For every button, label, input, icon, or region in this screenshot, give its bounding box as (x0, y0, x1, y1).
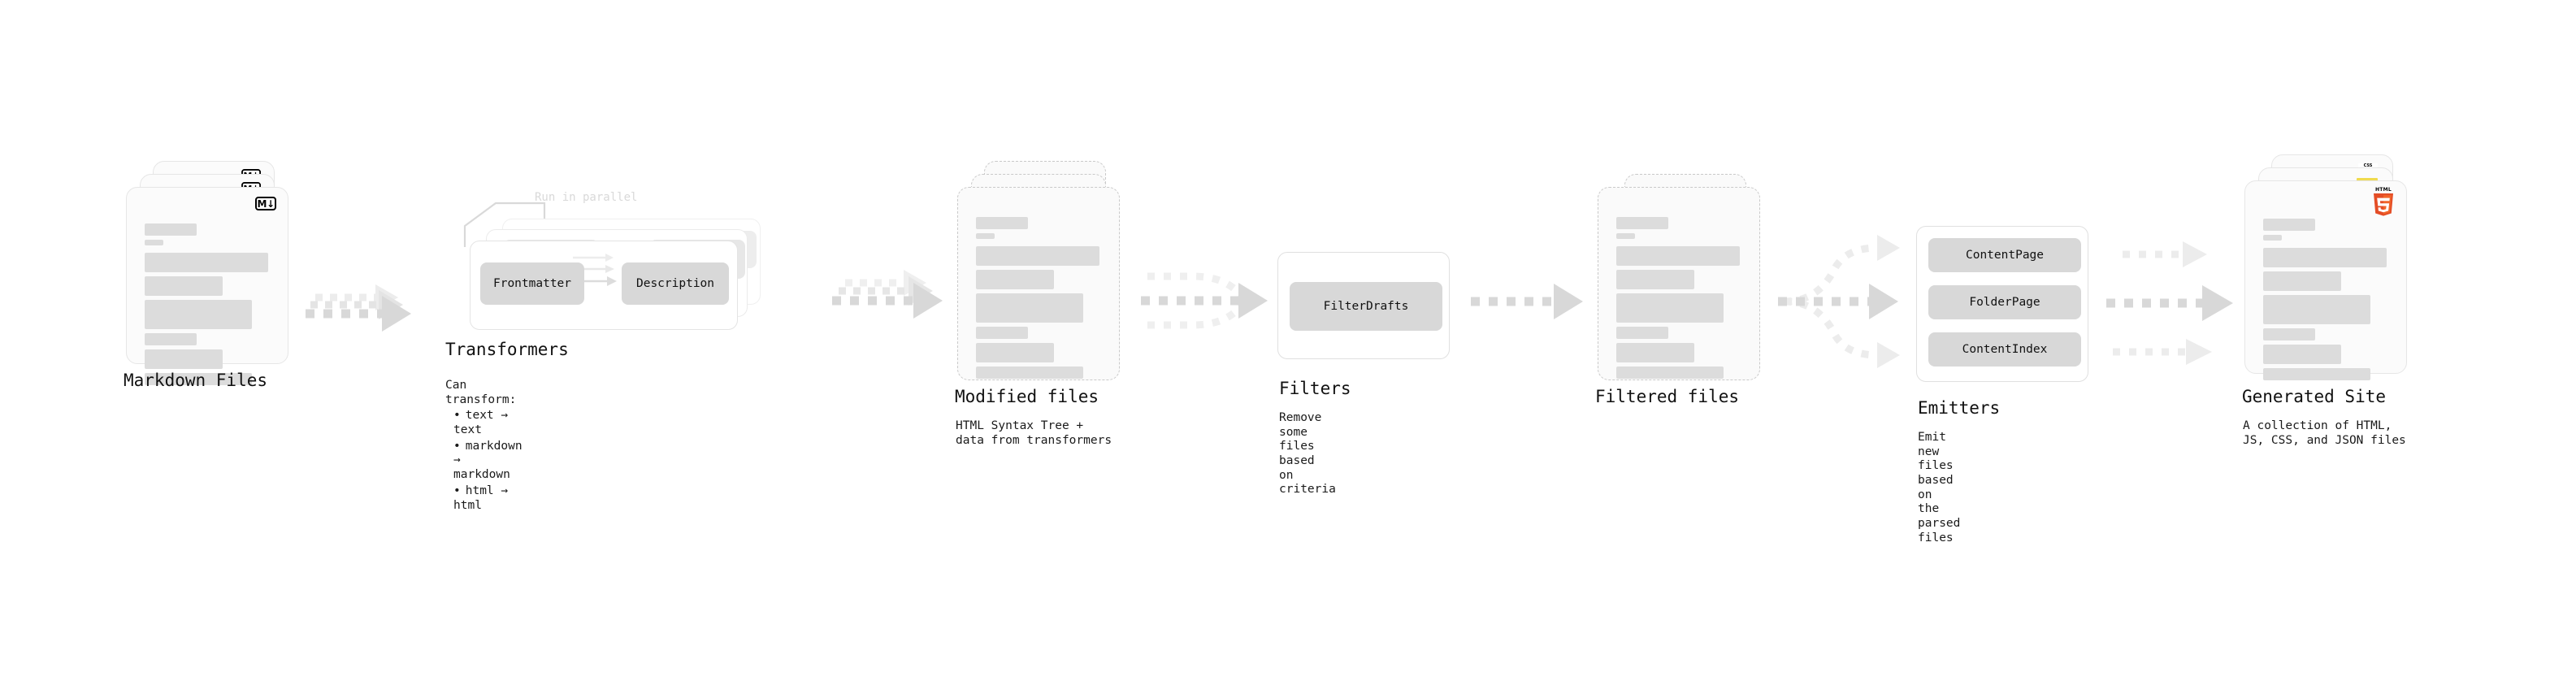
transformers-capabilities: Can transform: text → text markdown → ma… (445, 379, 523, 514)
connector-md-to-transformers (306, 284, 411, 332)
stage-generated-site: CSS HTML (2242, 154, 2423, 447)
stage-title-modified-files: Modified files (955, 387, 1099, 406)
stage-title-generated-site: Generated Site (2242, 387, 2387, 406)
filter-plugin-filterdrafts[interactable]: FilterDrafts (1290, 282, 1442, 331)
doc-skeleton (1616, 217, 1740, 383)
doc-sheet-front: M↓ (126, 187, 288, 385)
connector-transformers-to-modified (832, 270, 943, 319)
site-file-stack: CSS HTML (2244, 154, 2423, 380)
stage-markdown-files: M↓ M↓ M↓ (124, 161, 297, 390)
stage-title-markdown-files: Markdown Files (124, 371, 268, 390)
doc-skeleton (2263, 219, 2387, 384)
transformer-plugin-frontmatter[interactable]: Frontmatter (480, 262, 584, 305)
connector-filters-to-filtered (1471, 284, 1583, 319)
stage-subtitle-generated-site: A collection of HTML, JS, CSS, and JSON … (2243, 419, 2406, 447)
markdown-file-stack: M↓ M↓ M↓ (126, 161, 297, 385)
html5-icon: HTML (2372, 187, 2395, 216)
emitter-plugin-folderpage[interactable]: FolderPage (1928, 285, 2081, 319)
stage-title-transformers: Transformers (445, 340, 569, 359)
bullet-item: html → html (453, 484, 523, 513)
doc-skeleton (976, 217, 1099, 383)
stage-subtitle-emitters: Emit new files based on the parsed files (1918, 431, 1961, 544)
doc-sheet-front (1598, 187, 1760, 380)
connector-emitters-to-site (2106, 241, 2233, 365)
css-icon-label: CSS (2363, 163, 2373, 168)
connector-filtered-to-emitters (1778, 235, 1900, 368)
markdown-icon: M↓ (255, 197, 276, 210)
html5-icon-label: HTML (2374, 187, 2392, 193)
emitter-plugin-contentpage[interactable]: ContentPage (1928, 238, 2081, 272)
stage-filtered-files: Filtered files (1595, 161, 1768, 406)
run-in-parallel-label: Run in parallel (535, 191, 638, 204)
modified-file-stack (957, 161, 1128, 380)
bullet-item: markdown → markdown (453, 440, 523, 483)
emitter-plugin-contentindex[interactable]: ContentIndex (1928, 332, 2081, 367)
stage-title-filters: Filters (1279, 379, 1351, 398)
stage-subtitle-filters: Remove some files based on criteria (1279, 411, 1336, 497)
stage-modified-files: Modified files HTML Syntax Tree + data f… (955, 161, 1128, 447)
connector-modified-to-filters (1141, 272, 1268, 329)
transformer-group-front: Frontmatter Description (470, 241, 738, 330)
doc-skeleton (145, 223, 268, 389)
filtered-file-stack (1598, 161, 1768, 380)
stage-subtitle-modified-files: HTML Syntax Tree + data from transformer… (956, 419, 1112, 447)
doc-sheet-front (957, 187, 1120, 380)
bullets-heading: Can transform: (445, 379, 517, 406)
doc-sheet-html: HTML (2244, 180, 2407, 380)
stage-title-emitters: Emitters (1918, 398, 2001, 418)
stage-title-filtered-files: Filtered files (1595, 387, 1740, 406)
filter-group: FilterDrafts (1277, 252, 1450, 359)
parallel-bracket (463, 202, 546, 247)
transformer-plugin-description[interactable]: Description (622, 262, 729, 305)
bullet-item: text → text (453, 409, 523, 437)
emitter-group: ContentPage FolderPage ContentIndex (1916, 226, 2088, 382)
